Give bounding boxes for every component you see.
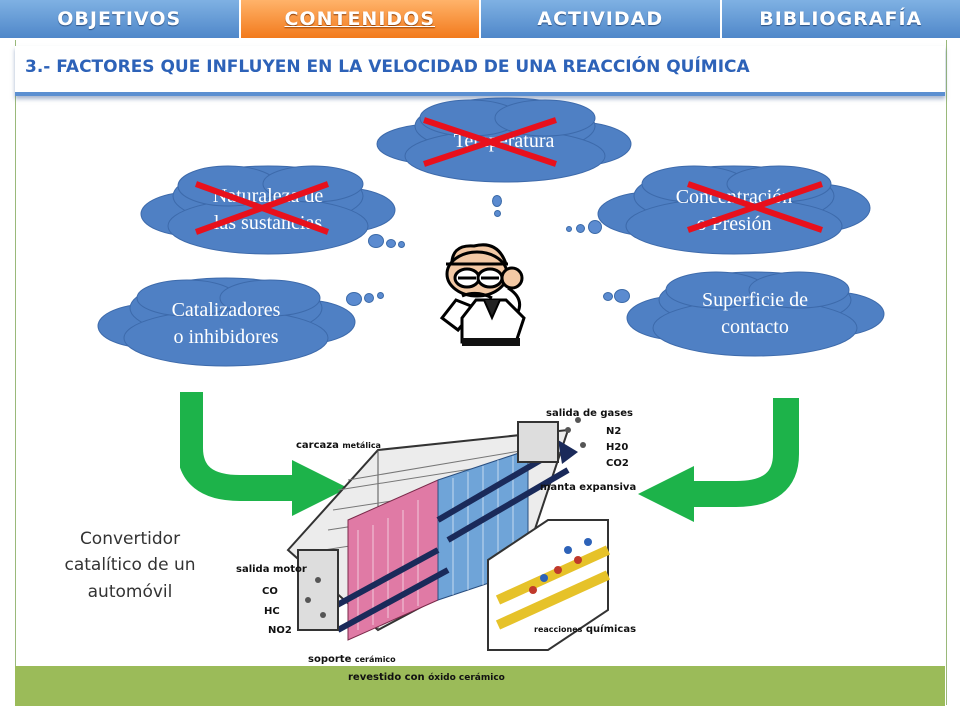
top-nav: OBJETIVOS CONTENIDOS ACTIVIDAD BIBLIOGRA… [0, 0, 960, 38]
tab-bibliografia[interactable]: BIBLIOGRAFÍA [721, 0, 960, 38]
thought-dot [368, 234, 384, 248]
thought-dot [603, 292, 613, 301]
thought-dot [576, 224, 585, 233]
tab-actividad[interactable]: ACTIVIDAD [481, 0, 722, 38]
arrow-left-icon [180, 392, 348, 516]
tab-objetivos[interactable]: OBJETIVOS [0, 0, 241, 38]
thought-dot [494, 210, 501, 217]
label-salida-gases: salida de gases [546, 408, 633, 419]
thought-dot [364, 293, 374, 303]
label-reacciones: reacciones químicas [534, 624, 637, 635]
cross-concentracion-icon [687, 181, 823, 233]
label-in-no2: NO2 [268, 625, 292, 636]
thought-dot [386, 239, 396, 248]
diagram-caption: Convertidor catalítico de un automóvil [64, 529, 196, 602]
tab-contenidos[interactable]: CONTENIDOS [240, 0, 481, 38]
label-manta: manta expansiva [540, 482, 637, 493]
thought-dot [566, 226, 572, 232]
title-bar: 3.- FACTORES QUE INFLUYEN EN LA VELOCIDA… [15, 46, 945, 96]
label-carcaza: carcaza metálica [296, 440, 381, 451]
page-title: 3.- FACTORES QUE INFLUYEN EN LA VELOCIDA… [25, 57, 750, 77]
label-in-hc: HC [264, 606, 280, 617]
thought-dot [588, 220, 602, 234]
footer-margin [0, 706, 960, 720]
thought-dot [377, 292, 384, 299]
label-gas-co2: CO2 [606, 458, 629, 469]
thought-dot [398, 241, 405, 248]
content-frame [15, 40, 947, 705]
label-soporte: soporte cerámico [308, 654, 396, 665]
label-gas-n2: N2 [606, 426, 622, 437]
label-revestido: revestido con óxido cerámico [348, 672, 505, 683]
label-salida-motor: salida motor [236, 564, 307, 575]
converter-illustration [286, 417, 611, 651]
thinking-scientist-icon [439, 243, 526, 346]
arrow-right-icon [638, 398, 799, 522]
label-gas-h20: H20 [606, 442, 629, 453]
thought-dot [614, 289, 630, 303]
cross-temperatura-icon [423, 117, 557, 167]
thought-dot [346, 292, 362, 306]
catalytic-converter-diagram: carcaza metálica salida de gases N2 H20 … [228, 400, 668, 685]
cross-naturaleza-icon [194, 181, 330, 235]
footer-bar: revestido con óxido cerámico [15, 666, 945, 706]
label-in-co: CO [262, 586, 278, 597]
thought-dot [492, 195, 502, 207]
